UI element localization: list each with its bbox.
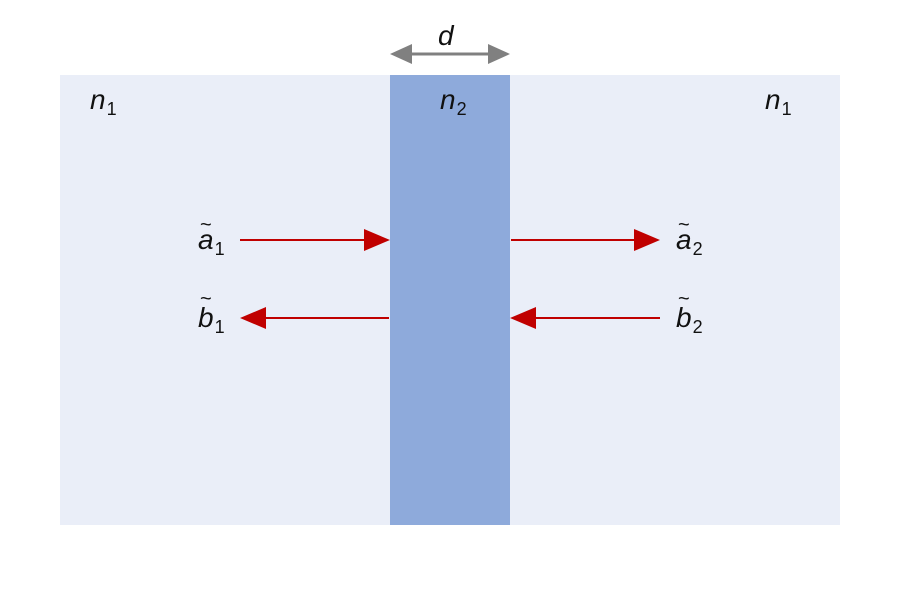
- n1-right-label: n1: [765, 84, 792, 119]
- arrow-a2: [511, 229, 660, 251]
- right-medium-region: [510, 75, 840, 525]
- n2-label: n2: [440, 84, 467, 119]
- thickness-dimension-arrow: [390, 44, 510, 64]
- arrow-b2: [510, 307, 660, 329]
- a1-label: ~a1: [198, 214, 225, 259]
- n1-left-label: n1: [90, 84, 117, 119]
- b1-label: ~b1: [198, 288, 225, 337]
- a2-label: ~a2: [676, 214, 703, 259]
- b2-label: ~b2: [676, 288, 703, 337]
- slab-layer: [390, 75, 510, 525]
- thickness-label: d: [438, 20, 454, 51]
- arrow-a1: [240, 229, 390, 251]
- arrow-b1: [240, 307, 389, 329]
- left-medium-region: [60, 75, 390, 525]
